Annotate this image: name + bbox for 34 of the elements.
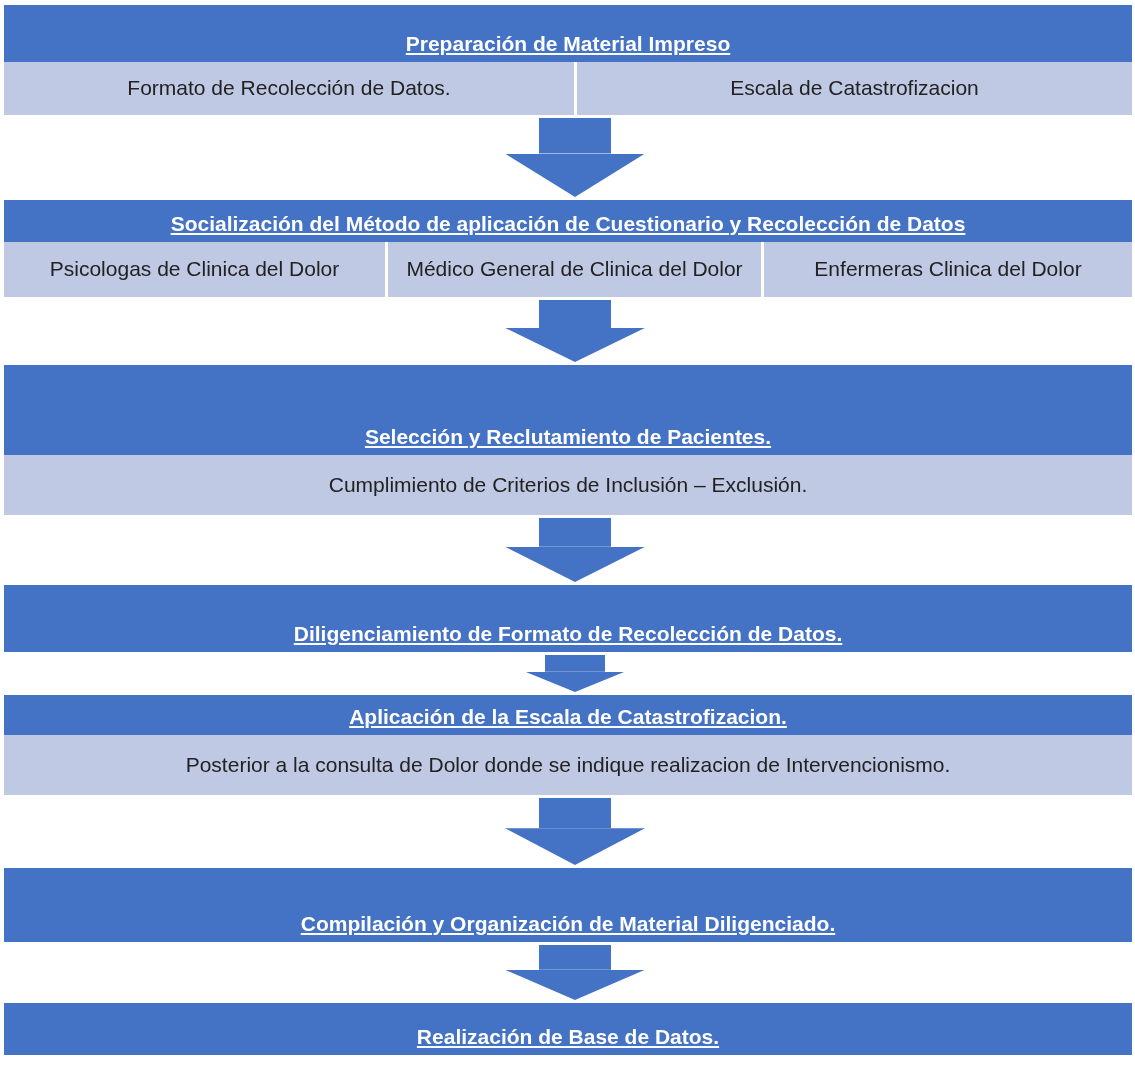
stage-title: Socialización del Método de aplicación de Cuestionario y Recolección de Datos [170,212,966,236]
block-arrow [525,655,625,692]
detail-text: Formato de Recolección de Datos. [127,76,451,101]
stage-title: Aplicación de la Escala de Catastrofizacion. [349,705,787,729]
detail-box [4,455,1132,515]
detail-box [4,242,385,297]
detail-text: Posterior a la consulta de Dolor donde se indique realizacion de Intervencionismo. [185,752,951,778]
stage-title: Diligenciamiento de Formato de Recolección de Datos. [293,622,843,646]
detail-text: Cumplimiento de Criterios de Inclusión – Exclusión. [328,472,808,498]
stage-title: Selección y Reclutamiento de Pacientes. [364,425,772,449]
block-arrow [505,518,645,582]
block-arrow [505,798,645,865]
detail-text: Escala de Catastrofizacion [730,76,979,101]
stage-header-band [4,365,1132,455]
detail-box [4,62,574,115]
stage-header-band [4,585,1132,652]
detail-box [764,242,1132,297]
stage-header-band [4,5,1132,62]
detail-text: Enfermeras Clinica del Dolor [814,257,1082,282]
block-arrow [505,300,645,362]
stage-title: Compilación y Organización de Material Diligenciado. [300,912,836,936]
detail-text: Médico General de Clinica del Dolor [406,257,743,282]
stage-header-band [4,695,1132,735]
detail-box [4,735,1132,795]
stage-title: Realización de Base de Datos. [416,1025,720,1049]
stage-title: Preparación de Material Impreso [405,32,731,56]
stage-header-band [4,200,1132,242]
detail-box [388,242,761,297]
detail-text: Psicologas de Clinica del Dolor [49,257,340,282]
stage-header-band [4,1003,1132,1055]
block-arrow [505,118,645,197]
detail-box [577,62,1132,115]
stage-header-band [4,868,1132,942]
block-arrow [505,945,645,1000]
